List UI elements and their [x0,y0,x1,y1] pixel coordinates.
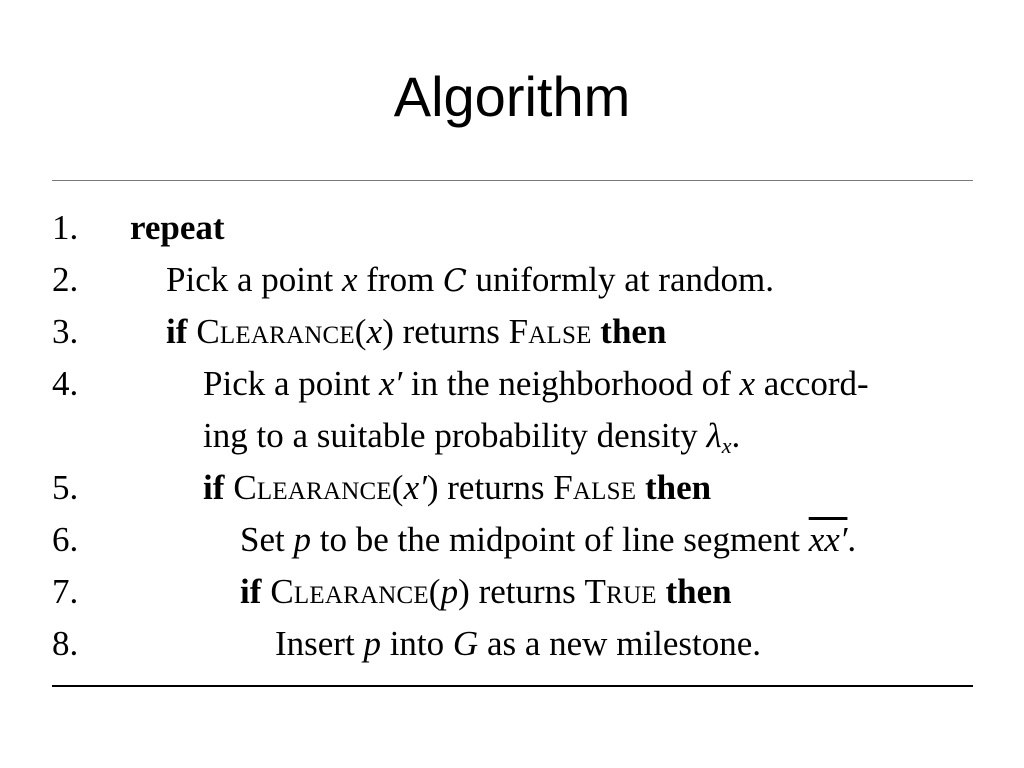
line-fragment: True [584,572,657,611]
line-fragment: as a new milestone. [478,624,762,663]
line-fragment: xx′ [808,520,848,559]
line-fragment: uniformly at random. [466,260,774,299]
line-fragment: if [166,312,188,351]
line-number: 3. [52,312,79,351]
line-fragment: x [721,433,732,458]
line-text: Pick a point x from C uniformly at rando… [166,254,774,307]
line-fragment: p [293,520,311,559]
line-fragment: then [591,312,667,351]
slide-title: Algorithm [393,65,631,128]
algorithm-bottom-rule [52,685,973,687]
line-fragment: . [847,520,857,559]
line-fragment: C [443,263,467,299]
line-text: if Clearance(x) returns False then [166,306,666,358]
line-number: 4. [52,364,79,403]
line-fragment: Clearance( [187,312,367,351]
line-text: repeat [130,202,225,254]
line-fragment: from [357,260,444,299]
algorithm-top-rule [52,180,973,181]
line-fragment: Pick a point [203,364,379,403]
line-fragment: x [739,364,756,403]
line-fragment: x [341,260,358,299]
line-number: 5. [52,468,79,507]
line-fragment: False [508,312,592,351]
line-fragment: into [380,624,453,663]
line-fragment: x′ [378,364,403,403]
line-fragment: G [452,624,479,663]
line-fragment: x [366,312,383,351]
line-fragment: repeat [130,208,225,247]
line-fragment: x′ [403,468,427,507]
line-fragment: if [240,572,262,611]
line-fragment: . [731,416,741,455]
line-text: Pick a point x′ in the neighborhood of x… [203,358,869,410]
line-number: 8. [52,624,79,663]
line-number: 6. [52,520,79,559]
line-fragment: returns [469,572,585,611]
line-fragment: returns [393,312,509,351]
line-fragment: returns [438,468,554,507]
line-fragment: λ [706,416,722,455]
line-fragment: p [440,572,459,611]
line-fragment: Clearance( [261,572,441,611]
line-fragment: Set [240,520,294,559]
line-fragment: Clearance( [224,468,404,507]
line-fragment: to be the midpoint of line segment [310,520,809,559]
line-fragment: Pick a point [166,260,342,299]
line-text: Insert p into G as a new milestone. [275,618,761,670]
line-fragment: then [636,468,712,507]
line-fragment: accord- [755,364,869,403]
line-text: if Clearance(p) returns True then [240,566,732,618]
line-number: 7. [52,572,79,611]
line-fragment: False [553,468,637,507]
line-fragment: ing to a suitable probability density [203,416,707,455]
line-fragment: ) [382,312,394,351]
line-fragment: ) [426,468,439,507]
line-fragment: ) [458,572,470,611]
line-number: 2. [52,260,79,299]
line-fragment: p [363,624,381,663]
line-text: ing to a suitable probability density λx… [203,410,740,472]
line-text: Set p to be the midpoint of line segment… [240,514,856,566]
line-number: 1. [52,208,79,247]
line-fragment: then [656,572,732,611]
line-fragment: Insert [275,624,364,663]
line-text: if Clearance(x′) returns False then [203,462,711,514]
line-fragment: in the neighborhood of [402,364,740,403]
line-fragment: if [203,468,225,507]
